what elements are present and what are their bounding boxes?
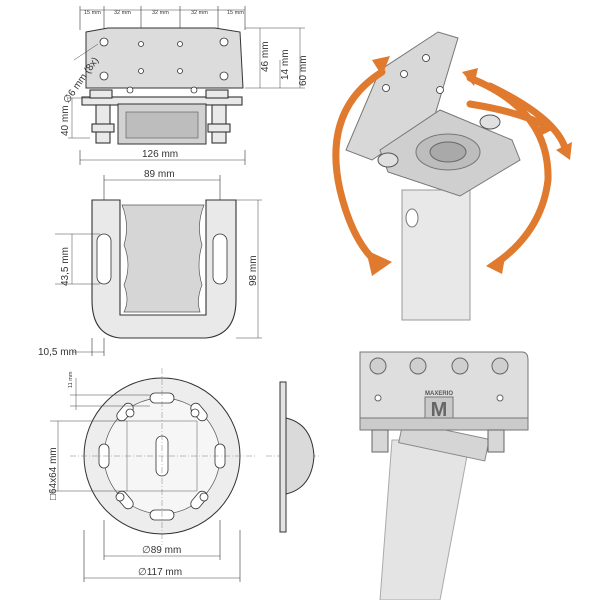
dim-98mm: 98 mm bbox=[248, 255, 259, 286]
middle-left-u-bracket: 89 mm 43,5 mm 98 mm 10,5 mm bbox=[38, 169, 262, 358]
rotation-arrow-small bbox=[486, 82, 570, 156]
dim-89mm: 89 mm bbox=[144, 169, 175, 180]
dim-14mm: 14 mm bbox=[280, 49, 291, 80]
plate-hole bbox=[99, 71, 109, 81]
plate-hole bbox=[219, 37, 229, 47]
dim-32-c: 32 mm bbox=[191, 10, 208, 16]
bolt-left bbox=[371, 429, 389, 453]
bolt-head bbox=[479, 114, 501, 130]
product-render: MAXERIO M bbox=[359, 351, 529, 600]
top-left-elevation: 15 mm 32 mm 32 mm 32 mm 15 mm ∅6 mm (8x) bbox=[60, 6, 309, 165]
nut-left bbox=[89, 89, 113, 99]
u-bracket-body bbox=[91, 199, 237, 339]
bolt-head bbox=[377, 152, 399, 168]
brand-name: MAXERIO bbox=[425, 391, 453, 397]
dim-15-left: 15 mm bbox=[84, 10, 101, 16]
dim-32-a: 32 mm bbox=[114, 10, 131, 16]
plate-hole bbox=[190, 86, 198, 94]
dim-32-b: 32 mm bbox=[152, 10, 169, 16]
arrowhead-icon bbox=[366, 250, 392, 276]
dim-117mm-diameter: ∅117 mm bbox=[138, 567, 182, 578]
bolt-right bbox=[487, 429, 505, 453]
dim-43-5mm: 43,5 mm bbox=[60, 247, 71, 286]
plate-bolts bbox=[369, 357, 509, 402]
rotation-render bbox=[332, 31, 572, 321]
plate-hole bbox=[126, 86, 134, 94]
dim-40mm: 40 mm bbox=[60, 105, 71, 136]
plate-hole bbox=[99, 37, 109, 47]
nut-right bbox=[205, 89, 229, 99]
dim-15-right: 15 mm bbox=[227, 10, 244, 16]
plate-hole bbox=[219, 71, 229, 81]
mounting-plate-front bbox=[359, 351, 529, 419]
dim-60mm: 60 mm bbox=[298, 55, 309, 86]
base-bolt-holes bbox=[115, 408, 209, 502]
dome-flange bbox=[279, 381, 287, 533]
dome-body bbox=[285, 417, 315, 495]
plate-small-holes bbox=[138, 41, 183, 74]
dim-46mm: 46 mm bbox=[260, 41, 271, 72]
dim-89mm-diameter: ∅89 mm bbox=[142, 545, 181, 556]
mounting-plate bbox=[85, 27, 244, 89]
slot-left bbox=[96, 233, 112, 285]
pole-lower bbox=[379, 439, 471, 600]
dim-11mm: 11 mm bbox=[68, 371, 74, 388]
dim-64x64mm: □64x64 mm bbox=[48, 447, 59, 500]
dim-10-5mm: 10,5 mm bbox=[38, 347, 77, 358]
brand-logo-letter: M bbox=[431, 399, 448, 421]
arrowhead-icon bbox=[486, 252, 506, 274]
dome-side-profile bbox=[266, 381, 320, 533]
slot-right bbox=[212, 233, 228, 285]
dim-126mm: 126 mm bbox=[142, 149, 178, 160]
bottom-left-round-base: 11 mm □64x64 mm ∅89 mm ∅117 mm bbox=[48, 368, 255, 582]
rotation-arrow-left bbox=[332, 68, 386, 266]
